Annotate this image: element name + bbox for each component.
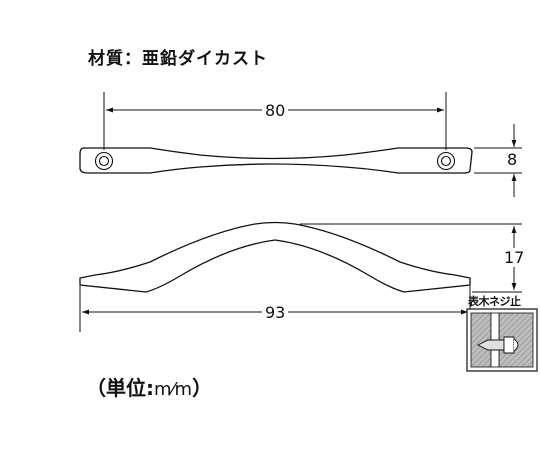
unit-prefix: （単位: <box>86 376 154 400</box>
dim-label-80: 80 <box>262 101 289 120</box>
dim-label-93: 93 <box>262 303 289 322</box>
handle-side-view <box>79 221 471 293</box>
right-hole <box>436 151 456 171</box>
left-hole <box>94 151 114 171</box>
handle-top-view <box>79 147 473 174</box>
unit-label: （単位:m⁄m） <box>86 372 212 401</box>
material-label: 材質：亜鉛ダイカスト <box>88 49 268 69</box>
dim-label-8: 8 <box>504 150 521 169</box>
unit-suffix: ） <box>192 376 213 400</box>
fixing-label: 表木ネジ止 <box>468 295 521 308</box>
screw-fixing-detail <box>466 308 538 372</box>
unit-fraction: m⁄m <box>154 379 193 400</box>
dim-label-17: 17 <box>501 248 528 267</box>
